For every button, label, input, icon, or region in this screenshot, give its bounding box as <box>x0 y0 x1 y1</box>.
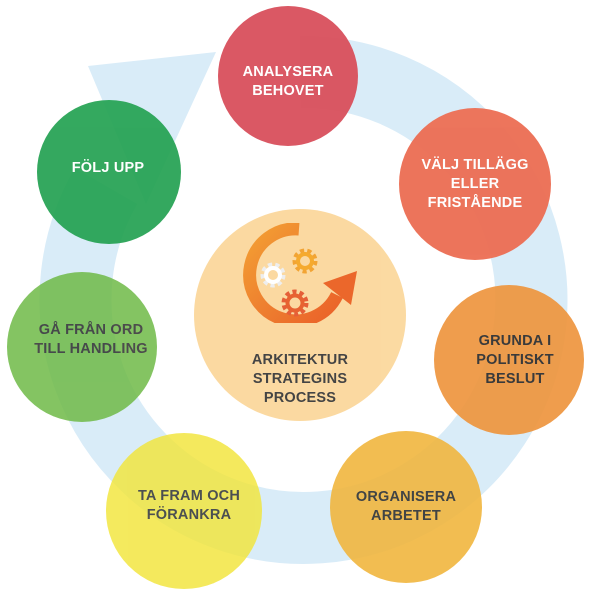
step-grunda-beslut: GRUNDA I POLITISKT BESLUT <box>434 285 584 435</box>
step-ta-fram: TA FRAM OCH FÖRANKRA <box>106 433 262 589</box>
process-arrow-icon <box>243 223 357 323</box>
step-organisera-arbetet: ORGANISERA ARBETET <box>330 431 482 583</box>
step-ga-fran-ord: GÅ FRÅN ORD TILL HANDLING <box>7 272 157 422</box>
center-process: ARKITEKTUR STRATEGINS PROCESS <box>194 209 406 421</box>
gear-icon <box>260 262 286 288</box>
step-grunda-label: GRUNDA I POLITISKT BESLUT <box>476 332 554 387</box>
step-analysera-behovet: ANALYSERA BEHOVET <box>218 6 358 146</box>
step-tafram-label: TA FRAM OCH FÖRANKRA <box>137 488 241 523</box>
step-valj-label: VÄLJ TILLÄGG ELLER FRISTÅENDE <box>421 156 529 211</box>
step-valj-tillagg: VÄLJ TILLÄGG ELLER FRISTÅENDE <box>399 108 551 260</box>
step-analysera-label: ANALYSERA BEHOVET <box>242 64 334 99</box>
center-label: ARKITEKTUR STRATEGINS PROCESS <box>251 352 349 406</box>
step-folj-upp: FÖLJ UPP <box>37 100 181 244</box>
step-folj-label: FÖLJ UPP <box>71 159 145 176</box>
step-organisera-label: ORGANISERA ARBETET <box>355 489 457 524</box>
step-gafran-label: GÅ FRÅN ORD TILL HANDLING <box>34 322 148 357</box>
